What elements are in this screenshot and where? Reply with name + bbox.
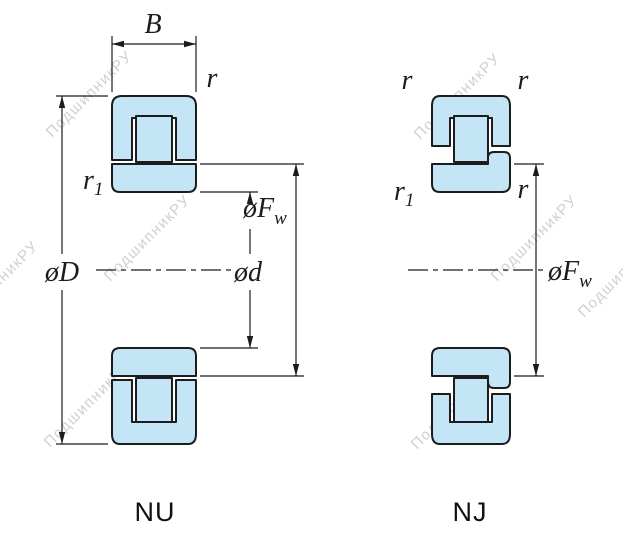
nj-inner-corner-radius-label: r1 [394, 176, 414, 211]
nj-outer-ring-bottom [431, 393, 511, 445]
nu-width-label: B [144, 9, 161, 40]
nu-labels: B r r1 øD ød øFw NU [44, 9, 287, 527]
nj-r1-subscript: 1 [405, 190, 415, 211]
nj-roller-bottom [453, 377, 489, 425]
nu-fw-subscript: w [274, 208, 287, 229]
nu-fw-base: øF [242, 193, 275, 224]
nj-roller-top [453, 115, 489, 163]
nj-type-caption: NJ [453, 497, 488, 527]
nu-type-caption: NU [135, 497, 176, 527]
nj-labels: r r r1 r øFw NJ [394, 65, 592, 527]
nj-outer-ring-top [431, 95, 511, 147]
nj-outer-corner-radius-left-label: r [402, 65, 413, 96]
nj-bearing-section [408, 95, 544, 445]
watermark-layer: ПодшипникРУ ПодшипникРУ ПодшипникРУ Подш… [0, 47, 623, 452]
nj-inner-ring-top [431, 151, 511, 193]
nj-flange-corner-radius-label: r [518, 174, 529, 205]
nu-outer-diameter-label: øD [44, 257, 79, 288]
nu-roller-top [135, 115, 173, 163]
watermark-text: ПодшипникРУ [101, 191, 194, 284]
nu-inner-corner-radius-label: r1 [83, 165, 103, 200]
nj-outer-corner-radius-right-label: r [518, 65, 529, 96]
nj-fw-subscript: w [579, 271, 592, 292]
nu-bearing-section [56, 36, 304, 445]
nu-bore-diameter-label: ød [233, 257, 263, 288]
nu-inner-ring-top [111, 163, 197, 193]
nj-raceway-diameter-label: øFw [547, 256, 592, 292]
nu-outer-ring-bottom [111, 379, 197, 445]
nj-r1-base: r [394, 176, 405, 207]
watermark-text: ПодшипникРУ [0, 237, 42, 330]
nj-inner-ring-bottom [431, 347, 511, 389]
nu-inner-ring-bottom [111, 347, 197, 377]
nu-roller-bottom [135, 377, 173, 425]
nu-r1-subscript: 1 [94, 179, 104, 200]
nu-raceway-diameter-label: øFw [242, 193, 287, 229]
nu-outer-ring-top [111, 95, 197, 161]
nj-fw-base: øF [547, 256, 580, 287]
nu-outer-corner-radius-label: r [207, 63, 218, 94]
nu-r1-base: r [83, 165, 94, 196]
